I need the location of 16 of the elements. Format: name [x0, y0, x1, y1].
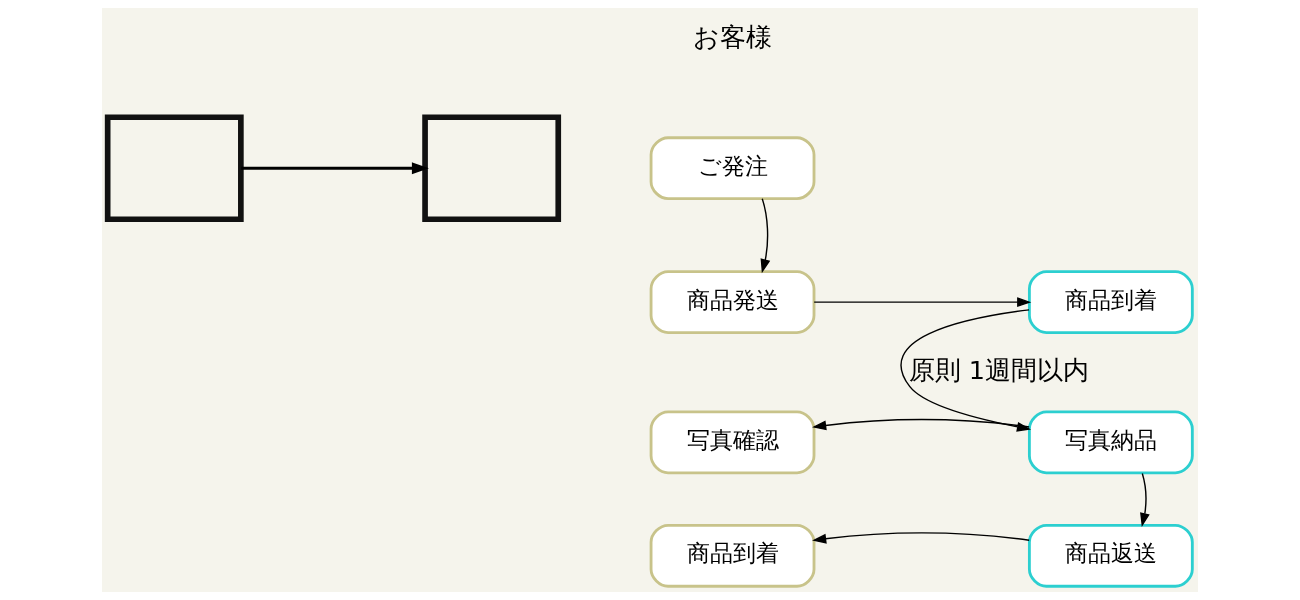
arrow	[760, 198, 771, 274]
node-box	[104, 114, 244, 223]
node-box: 商品到着	[649, 523, 816, 588]
label: お客様	[693, 21, 773, 52]
node-box: 商品到着	[1027, 270, 1194, 334]
node-box	[422, 114, 562, 223]
arrow	[1140, 472, 1150, 528]
node-box: 商品発送	[649, 270, 816, 334]
edge-label: 原則 1週間以内	[908, 354, 1090, 385]
arrow	[241, 162, 429, 175]
node-box: 商品返送	[1027, 523, 1194, 588]
node-box: ご発注	[649, 136, 816, 201]
arrow	[813, 297, 1032, 308]
node-box: 写真確認	[649, 410, 816, 475]
node-box: 写真納品	[1027, 410, 1194, 475]
arrow	[812, 532, 1030, 544]
